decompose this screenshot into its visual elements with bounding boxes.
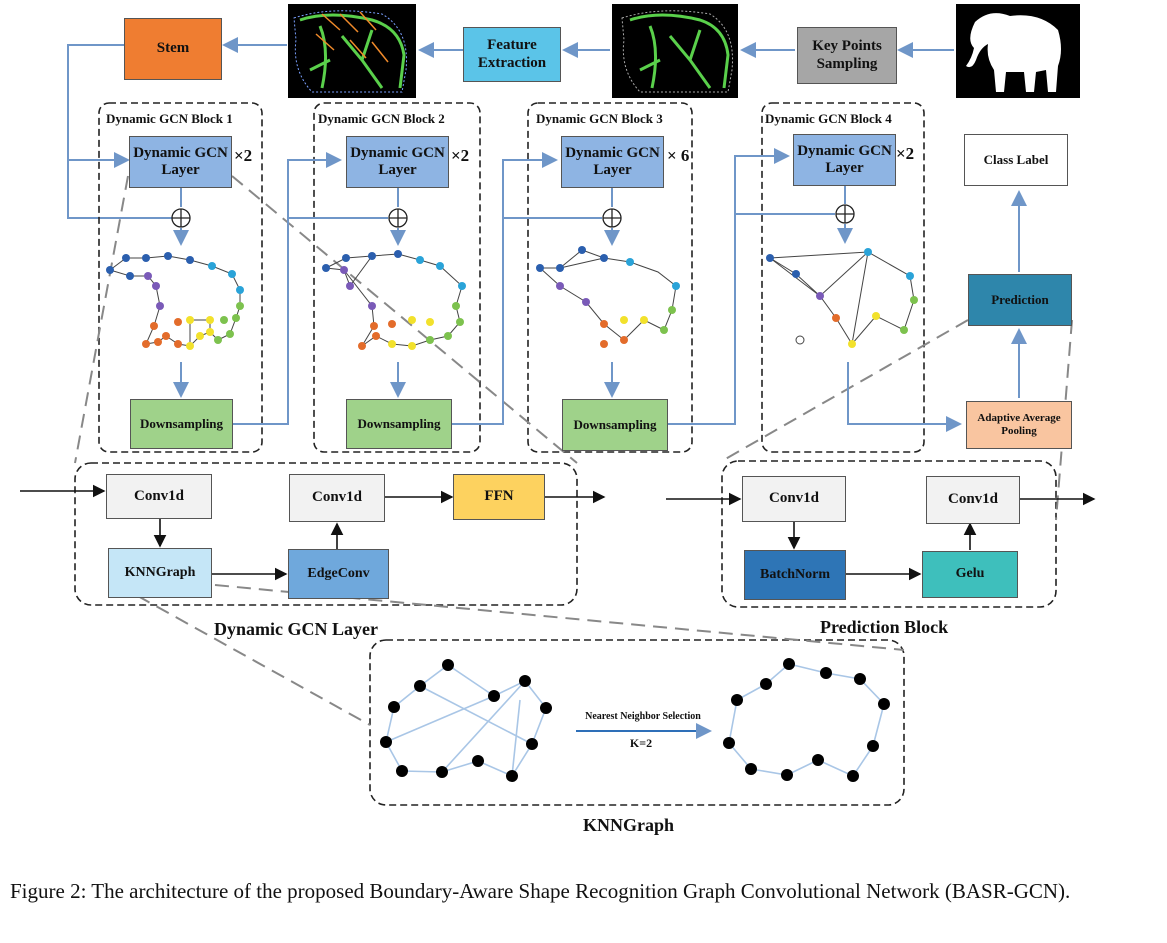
- prediction-block-section-title: Prediction Block: [820, 617, 949, 637]
- feature-extraction-box: Feature Extraction: [463, 27, 561, 82]
- batchnorm-label: BatchNorm: [760, 566, 830, 582]
- zoom-lines: [74, 175, 1073, 726]
- point-graph-3: [536, 246, 680, 348]
- block-outlines: [74, 102, 1057, 806]
- gcn-layer-label-4: Dynamic GCN Layer: [797, 142, 892, 176]
- knngraph-section-title: KNNGraph: [583, 815, 675, 835]
- knn-graph-after: [723, 658, 890, 782]
- repeat-count-2: ×2: [451, 146, 470, 165]
- feature-extraction-label: Feature Extraction: [477, 37, 547, 71]
- downsampling-label-3: Downsampling: [573, 416, 657, 432]
- downsampling-label-1: Downsampling: [139, 415, 224, 431]
- adaptive-pooling-label: Adaptive Average Pooling: [977, 412, 1061, 437]
- block-title-1: Dynamic GCN Block 1: [106, 111, 233, 126]
- stem-box: Stem: [124, 18, 222, 80]
- top-flow-arrows: [67, 37, 954, 219]
- prediction-box: Prediction: [968, 274, 1072, 326]
- prediction-label: Prediction: [991, 291, 1049, 307]
- block-title-4: Dynamic GCN Block 4: [765, 111, 892, 126]
- gcn-layer-label-3: Dynamic GCN Layer: [565, 144, 660, 178]
- gcn-layer-box-4: Dynamic GCN Layer: [793, 134, 896, 186]
- edgeconv-label: EdgeConv: [307, 565, 370, 581]
- gcn-layer-box-1: Dynamic GCN Layer: [129, 136, 232, 188]
- pred-conv1d-label-1: Conv1d: [768, 490, 820, 507]
- edgeconv-box: EdgeConv: [288, 549, 389, 599]
- gcn-conv1d-label-1: Conv1d: [133, 487, 185, 504]
- downsampling-box-3: Downsampling: [562, 399, 668, 451]
- gcn-layer-label-2: Dynamic GCN Layer: [350, 144, 445, 178]
- point-graph-2: [322, 250, 466, 350]
- block-title-2: Dynamic GCN Block 2: [318, 111, 445, 126]
- gcn-conv1d-box-1: Conv1d: [106, 474, 212, 519]
- class-label-text: Class Label: [983, 151, 1049, 167]
- knngraph-label: KNNGraph: [124, 564, 196, 580]
- downsampling-box-1: Downsampling: [130, 399, 233, 449]
- point-graph-4: [766, 248, 918, 348]
- key-points-sampling-label: Key Points Sampling: [812, 38, 882, 72]
- add-operators: [171, 204, 855, 228]
- gcn-layer-box-2: Dynamic GCN Layer: [346, 136, 449, 188]
- gcn-conv1d-box-2: Conv1d: [289, 474, 385, 522]
- repeat-count-3: × 6: [667, 146, 690, 165]
- knn-graph-before: [380, 659, 552, 782]
- point-graph-1: [106, 252, 244, 350]
- downsampling-label-2: Downsampling: [357, 415, 441, 431]
- gcn-conv1d-label-2: Conv1d: [311, 489, 363, 506]
- repeat-count-4: ×2: [896, 144, 915, 163]
- elephant-features-image: [288, 4, 416, 98]
- pred-conv1d-label-2: Conv1d: [947, 491, 999, 508]
- knngraph-box: KNNGraph: [108, 548, 212, 598]
- block-arrows: [173, 148, 1027, 432]
- pred-conv1d-box-1: Conv1d: [742, 476, 846, 522]
- knn-arrow-bottom-label: K=2: [629, 736, 653, 751]
- gcn-layer-box-3: Dynamic GCN Layer: [561, 136, 664, 188]
- elephant-silhouette-image: [956, 4, 1080, 98]
- block-title-3: Dynamic GCN Block 3: [536, 111, 663, 126]
- elephant-skeleton-image: [612, 4, 738, 98]
- gcn-layer-arrows: [20, 484, 606, 581]
- knn-arrow-top-label: Nearest Neighbor Selection: [585, 711, 701, 723]
- pred-block-arrows: [666, 492, 1096, 581]
- ffn-box: FFN: [453, 474, 545, 520]
- downsampling-box-2: Downsampling: [346, 399, 452, 449]
- class-label-box: Class Label: [964, 134, 1068, 186]
- stem-label: Stem: [156, 40, 190, 57]
- adaptive-pooling-box: Adaptive Average Pooling: [966, 401, 1072, 449]
- pred-conv1d-box-2: Conv1d: [926, 476, 1020, 524]
- key-points-sampling-box: Key Points Sampling: [797, 27, 897, 84]
- figure-caption: Figure 2: The architecture of the propos…: [10, 879, 1071, 903]
- gelu-box: Gelu: [922, 551, 1018, 598]
- batchnorm-box: BatchNorm: [744, 550, 846, 600]
- gcn-layer-section-title: Dynamic GCN Layer: [214, 619, 378, 639]
- ffn-label: FFN: [484, 488, 514, 505]
- repeat-count-1: ×2: [234, 146, 253, 165]
- gelu-label: Gelu: [955, 566, 985, 582]
- gcn-layer-label-1: Dynamic GCN Layer: [133, 144, 228, 178]
